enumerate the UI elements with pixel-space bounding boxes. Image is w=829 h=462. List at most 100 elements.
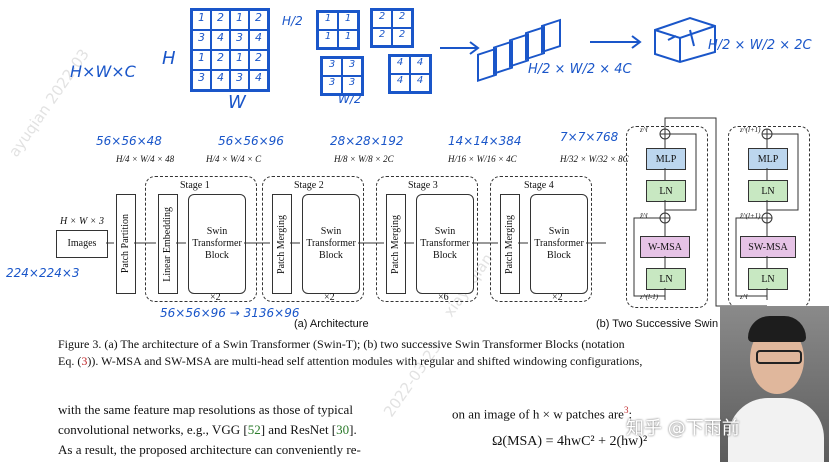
small-grid-4: 4 4 4 4 <box>388 54 432 94</box>
small-grid-2: 2 2 2 2 <box>370 8 414 48</box>
images-label: Images <box>67 238 97 249</box>
body-text: ]. <box>349 422 357 437</box>
grid-cell: 3 <box>342 58 362 76</box>
dim-label: H/4 × W/4 × 48 <box>116 154 175 164</box>
ln-box: LN <box>748 180 788 202</box>
images-box: Images <box>56 230 108 258</box>
body-text: ] and ResNet [ <box>260 422 337 437</box>
patch-merging-box: Patch Merging <box>386 194 406 294</box>
dim-label: H/4 × W/4 × C <box>206 154 262 164</box>
body-text: on an image of h × w patches are <box>452 406 624 422</box>
patch-merging-box: Patch Merging <box>272 194 292 294</box>
z-label: z^l <box>740 293 748 301</box>
citation-link-vgg[interactable]: 52 <box>247 422 261 437</box>
eq-reference-link[interactable]: 3 <box>81 354 88 368</box>
stage-label: Stage 3 <box>408 180 438 191</box>
stage-label: Stage 4 <box>524 180 554 191</box>
handwriting-cube-label: H/2 × W/2 × 2C <box>708 38 812 53</box>
grid-cell: 2 <box>249 10 268 30</box>
repeat-label: ×2 <box>552 292 563 303</box>
stage-label: Stage 2 <box>294 180 324 191</box>
stage-label: Stage 1 <box>180 180 210 191</box>
repeat-label: ×2 <box>210 292 221 303</box>
grid-cell: 3 <box>230 30 249 50</box>
body-text: : <box>628 406 633 422</box>
patch-merging-box: Patch Merging <box>500 194 520 294</box>
body-line: convolutional networks, e.g., VGG [52] a… <box>58 420 438 440</box>
swin-block-label: Swin Transformer Block <box>192 226 242 261</box>
repeat-label: ×6 <box>438 292 449 303</box>
swin-block-box: Swin Transformer Block <box>530 194 588 294</box>
dim-label: H/32 × W/32 × 8C <box>560 154 629 164</box>
presenter-glasses <box>756 350 802 364</box>
grid-cell: 3 <box>230 70 249 90</box>
handwriting-w: W <box>228 92 246 113</box>
swin-block-box: Swin Transformer Block <box>188 194 246 294</box>
swin-block-box: Swin Transformer Block <box>302 194 360 294</box>
swin-block-label: Swin Transformer Block <box>306 226 356 261</box>
ln-box: LN <box>646 180 686 202</box>
input-dim: H × W × 3 <box>60 216 105 227</box>
grid-cell: 2 <box>249 50 268 70</box>
grid-cell: 1 <box>230 10 249 30</box>
grid-cell: 2 <box>211 10 230 30</box>
footnote-link[interactable]: 3 <box>623 405 629 415</box>
swin-block-box: Swin Transformer Block <box>416 194 474 294</box>
body-line: As a result, the proposed architecture c… <box>58 442 361 457</box>
body-text: convolutional networks, e.g., VGG [ <box>58 422 248 437</box>
swin-block-label: Swin Transformer Block <box>420 226 470 261</box>
grid-cell: 4 <box>390 74 410 92</box>
grid-cell: 4 <box>249 30 268 50</box>
z-label: ẑ^l <box>640 212 648 220</box>
swin-block-label: Swin Transformer Block <box>534 226 584 261</box>
handwriting-strokes <box>440 16 716 83</box>
handwriting-dim: 14×14×384 <box>448 134 522 148</box>
presenter-hair <box>748 316 806 342</box>
grid-cell: 4 <box>410 56 430 74</box>
block-group-1 <box>626 126 708 308</box>
citation-link-resnet[interactable]: 30 <box>336 422 350 437</box>
ln-box: LN <box>646 268 686 290</box>
grid-cell: 3 <box>192 70 211 90</box>
caption-text: )). W-MSA and SW-MSA are multi-head self… <box>87 354 643 368</box>
grid-cell: 4 <box>249 70 268 90</box>
mlp-box: MLP <box>748 148 788 170</box>
body-line: with the same feature map resolutions as… <box>58 402 353 417</box>
grid-cell: 3 <box>342 76 362 94</box>
grid-cell: 4 <box>410 74 430 92</box>
presenter-video <box>720 306 829 462</box>
presenter-body <box>728 398 824 462</box>
zhihu-watermark: 知乎 @下雨前 <box>626 418 740 439</box>
handwriting-hwc: H×W×C <box>70 62 136 81</box>
body-right-column: on an image of h × w patches are3: Ω(MSA… <box>452 400 752 452</box>
grid-cell: 1 <box>192 10 211 30</box>
body-left-column: with the same feature map resolutions as… <box>58 400 438 460</box>
caption-line: Eq. (3)). W-MSA and SW-MSA are multi-hea… <box>58 353 738 370</box>
handwriting-dim: 56×56×96 <box>218 134 284 148</box>
grid-cell: 2 <box>392 10 412 28</box>
grid-cell: 2 <box>372 28 392 46</box>
grid-cell: 3 <box>192 30 211 50</box>
grid-cell: 2 <box>392 28 412 46</box>
stage-2 <box>262 176 364 302</box>
grid-cell: 3 <box>322 76 342 94</box>
handwriting-dim: 28×28×192 <box>330 134 404 148</box>
z-label: z^l <box>640 126 648 134</box>
z-label: z^(l-1) <box>640 293 659 301</box>
grid-cell: 4 <box>390 56 410 74</box>
handwriting-dim: 56×56×48 <box>96 134 162 148</box>
handwriting-h: H <box>162 48 176 69</box>
stage-1 <box>145 176 257 302</box>
small-grid-3: 3 3 3 3 <box>320 56 364 96</box>
formula: Ω(MSA) = 4hwC² + 2(hw)² <box>492 434 648 450</box>
patch-partition-box: Patch Partition <box>116 194 136 294</box>
caption-text: Eq. ( <box>58 354 82 368</box>
figure-caption: Figure 3. (a) The architecture of a Swin… <box>58 336 738 370</box>
z-label: z^(l+1) <box>740 126 761 134</box>
grid-cell: 1 <box>338 12 358 30</box>
handwriting-stack-label: H/2 × W/2 × 4C <box>528 62 632 77</box>
swmsa-box: SW-MSA <box>740 236 796 258</box>
architecture-label: (a) Architecture <box>294 318 369 330</box>
handwriting-bottom: 56×56×96 → 3136×96 <box>160 306 300 320</box>
